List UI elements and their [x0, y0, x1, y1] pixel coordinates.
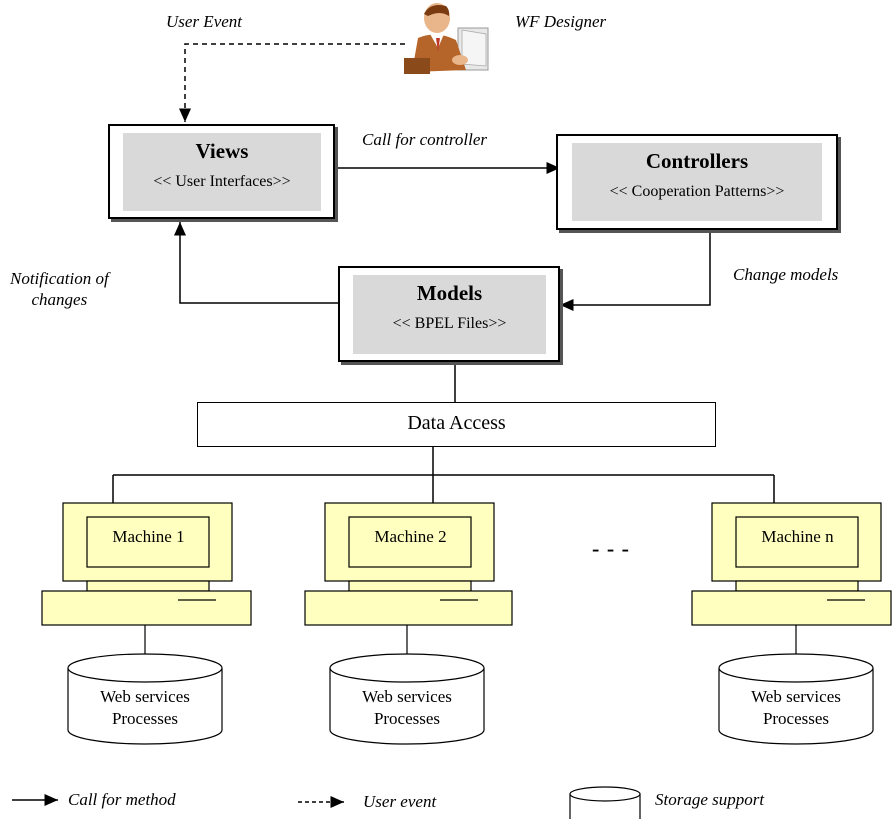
machine-1-label: Machine 1: [112, 527, 185, 546]
machine-2-label: Machine 2: [374, 527, 447, 546]
user-event-arrow: [179, 43, 405, 122]
machine-1-db-line1: Web services: [100, 687, 190, 706]
controllers-box: Controllers << Cooperation Patterns>>: [556, 134, 838, 230]
data-access-box: Data Access: [197, 402, 716, 447]
machine-2-db-line2: Processes: [373, 709, 441, 728]
machine-1-computer: [41, 502, 252, 655]
machine-2-db-line1: Web services: [362, 687, 452, 706]
models-subtitle: << BPEL Files>>: [392, 315, 507, 332]
controllers-inner: Controllers << Cooperation Patterns>>: [572, 143, 822, 221]
change-models-label: Change models: [733, 265, 839, 284]
controllers-title: Controllers: [645, 149, 749, 173]
wf-designer-person-icon: [404, 3, 489, 74]
call-for-controller-label: Call for controller: [362, 130, 487, 149]
legend-user-event: User event: [363, 792, 437, 811]
machine-2-computer: [304, 502, 513, 655]
legend-call-for-method: Call for method: [68, 790, 176, 809]
user-event-label: User Event: [166, 12, 243, 31]
models-inner: Models << BPEL Files>>: [353, 275, 546, 354]
machine-1-db-line2: Processes: [111, 709, 179, 728]
machine-n-db-label: Web services Processes: [719, 686, 873, 730]
machine-1-database: [67, 653, 223, 745]
machine-n-db-line1: Web services: [751, 687, 841, 706]
machine-n-computer: [691, 502, 892, 655]
views-box: Views << User Interfaces>>: [108, 124, 335, 219]
views-subtitle: << User Interfaces>>: [153, 173, 291, 190]
ellipsis-dashes: - - -: [592, 536, 630, 561]
legend-storage-icon: [569, 786, 641, 819]
machine-2-database: [329, 653, 485, 745]
machine-n-db-line2: Processes: [762, 709, 830, 728]
models-box: Models << BPEL Files>>: [338, 266, 560, 362]
models-title: Models: [416, 281, 483, 305]
views-inner: Views << User Interfaces>>: [123, 133, 321, 211]
machine-n-database: [718, 653, 874, 745]
legend-storage-support: Storage support: [655, 790, 765, 809]
controllers-subtitle: << Cooperation Patterns>>: [609, 183, 785, 200]
views-title: Views: [195, 139, 249, 163]
change-models-arrow: [560, 230, 711, 311]
machine-2-db-label: Web services Processes: [330, 686, 484, 730]
notification-label: Notification of changes: [10, 269, 109, 309]
machine-n-label: Machine n: [761, 527, 834, 546]
notification-arrow: [174, 222, 340, 304]
wf-designer-label: WF Designer: [515, 12, 607, 31]
machine-1-db-label: Web services Processes: [68, 686, 222, 730]
